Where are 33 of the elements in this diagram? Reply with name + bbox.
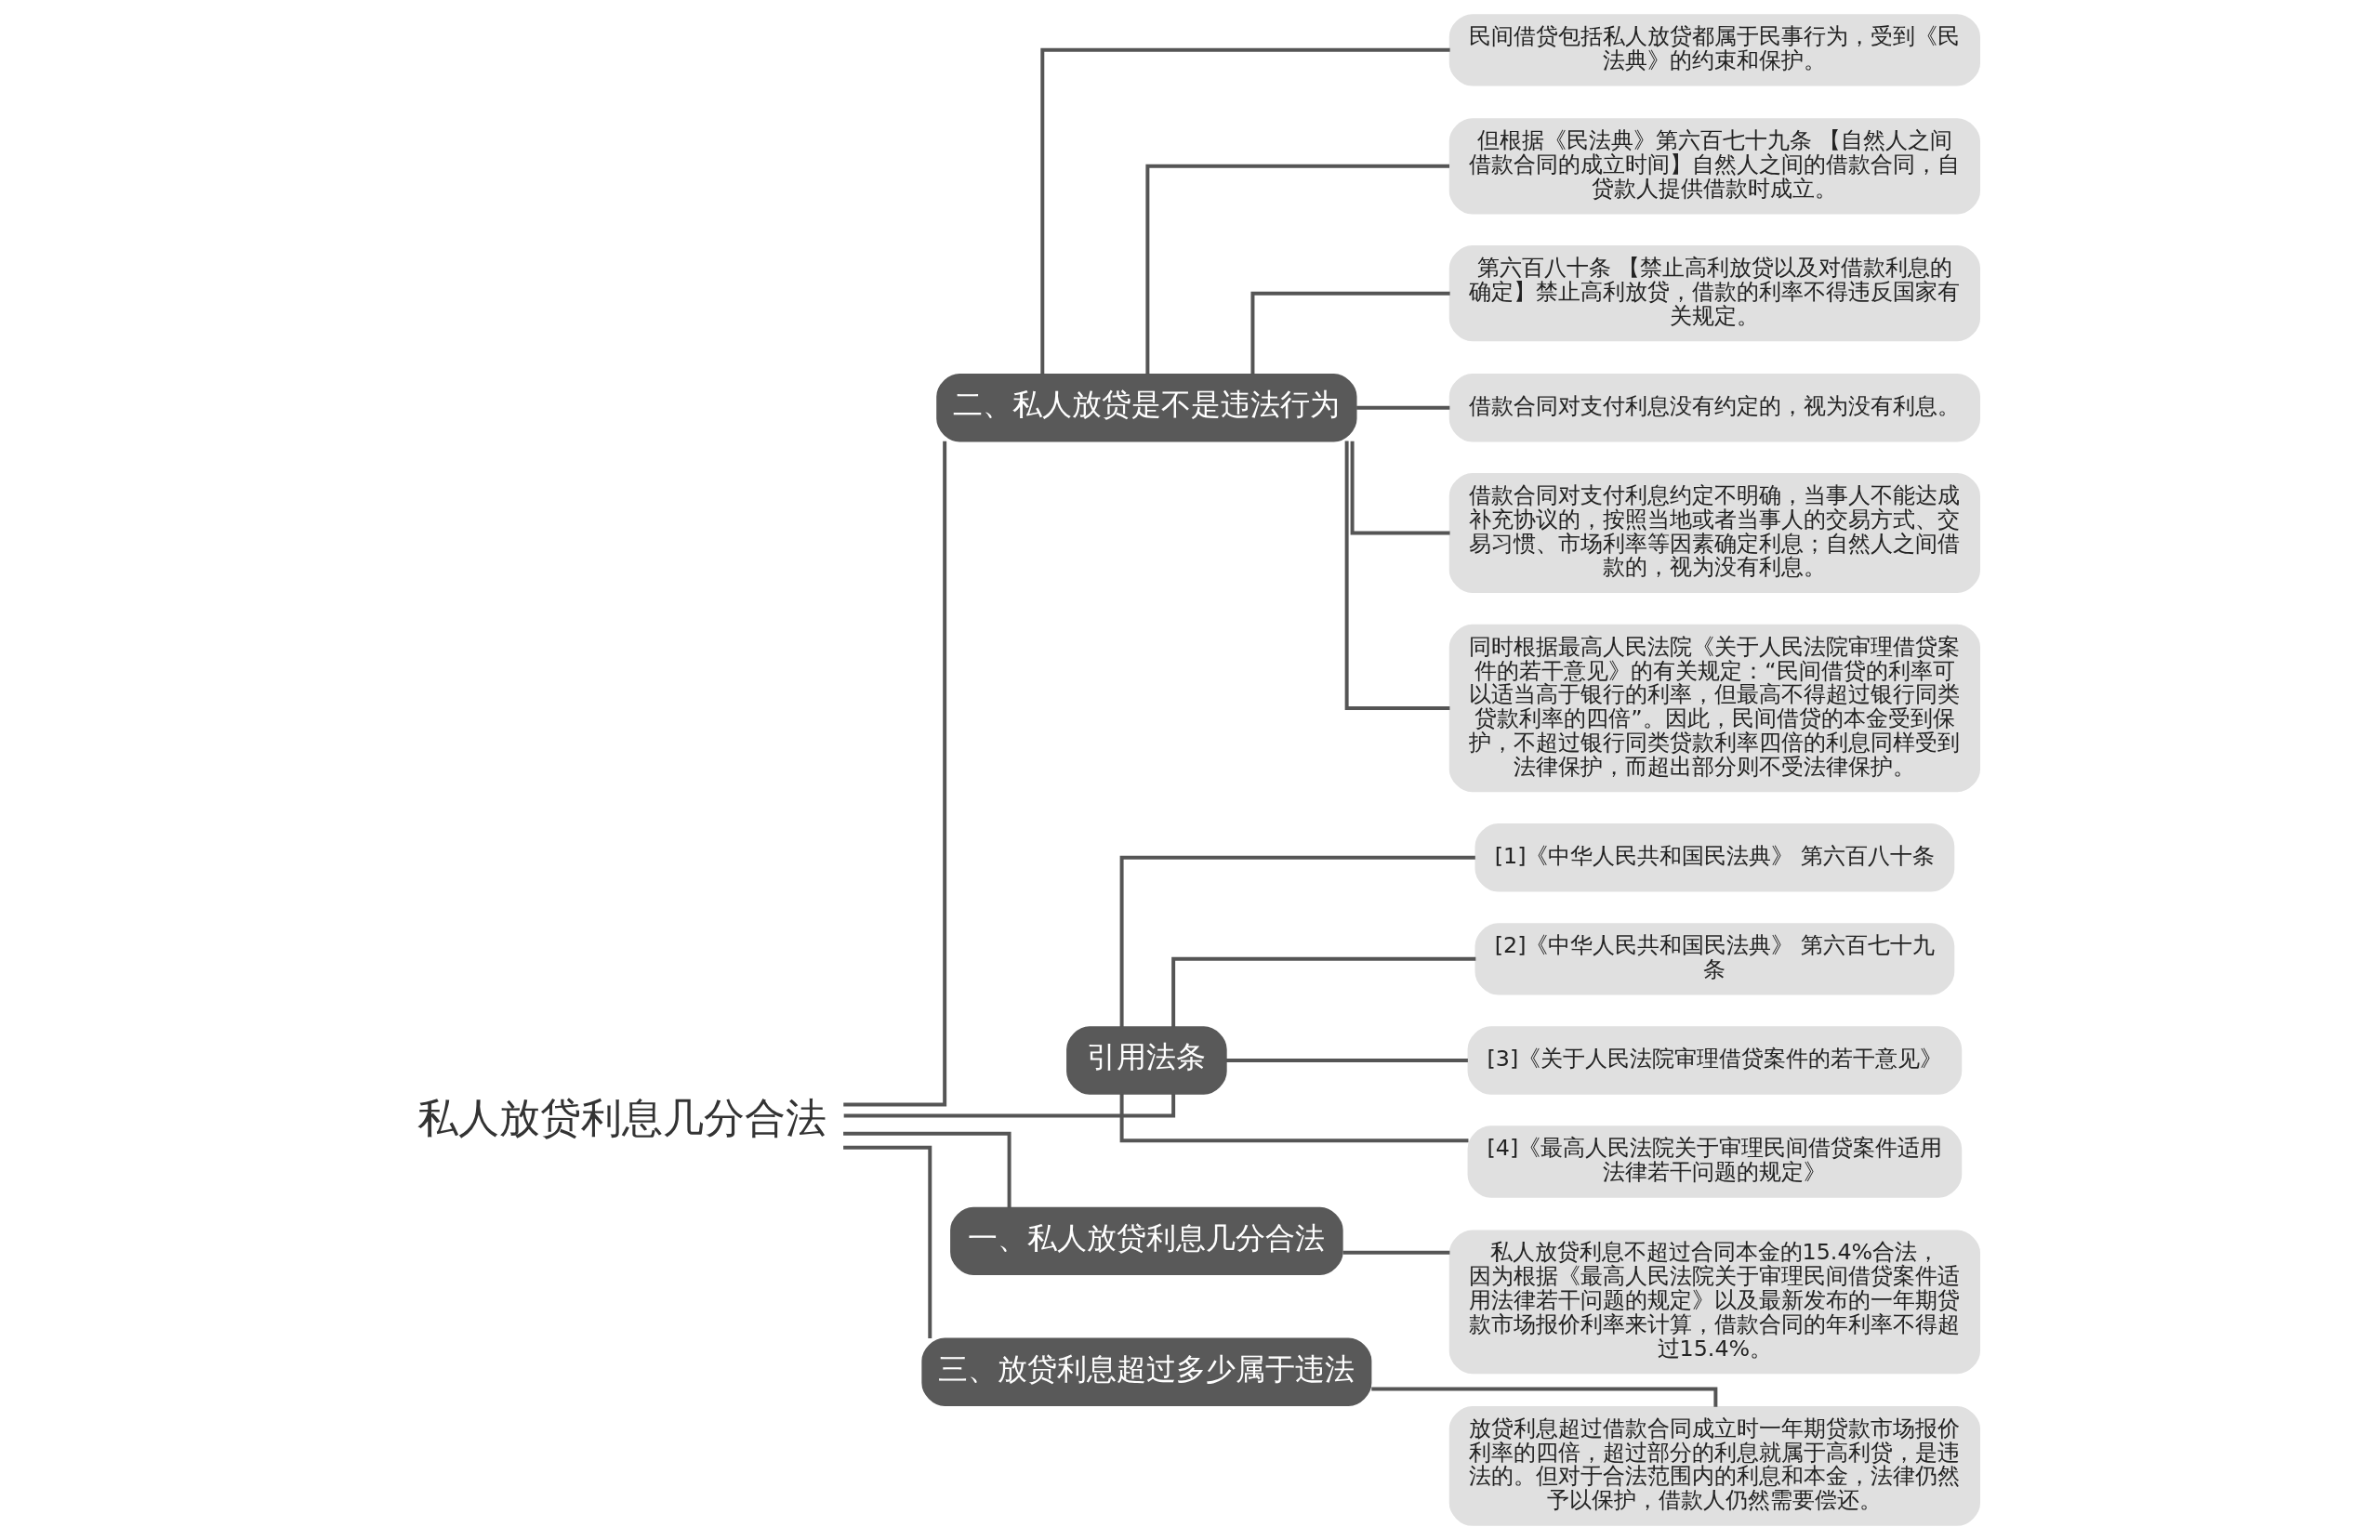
connector: [1371, 1387, 1718, 1407]
connector: [1342, 1250, 1450, 1255]
node-box: 一、私人放贷利息几分合法: [950, 1206, 1343, 1276]
connector: [843, 441, 947, 1107]
connector: [843, 1131, 1012, 1208]
node-box: 借款合同对支付利息没有约定的，视为没有利息。: [1448, 374, 1981, 442]
node-box: 同时根据最高人民法院《关于人民法院审理借贷案件的若干意见》的有关规定：“民间借贷的利率可以适当高于银行的利率，但最高不得超过银行同类贷款利率的四倍”。因此，民间借贷的本金受到保护，不超过银行同类贷款利率四倍的利息同样受到法律保护，而超出部分则不受法律保护。: [1448, 624, 1981, 793]
connector: [1356, 405, 1450, 410]
node-box: [3]《关于人民法院审理借贷案件的若干意见》: [1467, 1026, 1963, 1095]
node-box: 私人放贷利息不超过合同本金的15.4%合法，因为根据《最高人民法院关于审理民间借贷案件适用法律若干问题的规定》以及最新发布的一年期贷款市场报价利率来计算，借款合同的年利率不得超过15.4%。: [1448, 1230, 1981, 1375]
node-box: 借款合同对支付利息约定不明确，当事人不能达成补充协议的，按照当地或者当事人的交易方式、交易习惯、市场利率等因素确定利息；自然人之间借款的，视为没有利息。: [1448, 473, 1981, 594]
connector: [1250, 291, 1450, 375]
connector: [843, 1145, 932, 1339]
node-box: [2]《中华人民共和国民法典》 第六百七十九条: [1474, 923, 1955, 995]
node-box: 但根据《民法典》第六百七十九条 【自然人之间借款合同的成立时间】自然人之间的借款合同，自贷款人提供借款时成立。: [1448, 118, 1981, 215]
node-box: 第六百八十条 【禁止高利放贷以及对借款利息的确定】禁止高利放贷，借款的利率不得违反国家有关规定。: [1448, 245, 1981, 342]
node-box: [1]《中华人民共和国民法典》 第六百八十条: [1474, 823, 1955, 892]
connector: [1119, 1094, 1469, 1143]
connector: [1145, 164, 1449, 375]
connector: [843, 1093, 1176, 1118]
node-box: 二、私人放贷是不是违法行为: [936, 374, 1357, 442]
node-box: 民间借贷包括私人放贷都属于民事行为，受到《民法典》的约束和保护。: [1448, 14, 1981, 86]
node-box: 引用法条: [1066, 1026, 1227, 1095]
connector: [1226, 1058, 1468, 1062]
connector: [1040, 47, 1450, 375]
node-box: 放贷利息超过借款合同成立时一年期贷款市场报价利率的四倍，超过部分的利息就属于高利贷，是违法的。但对于合法范围内的利息和本金，法律仍然予以保护，借款人仍然需要偿还。: [1448, 1405, 1981, 1526]
node-box: 三、放贷利息超过多少属于违法: [921, 1337, 1372, 1406]
connector: [1171, 956, 1476, 1028]
node-box: [4]《最高人民法院关于审理民间借贷案件适用法律若干问题的规定》: [1467, 1125, 1963, 1198]
connector: [1119, 855, 1475, 1027]
connector: [1350, 441, 1450, 535]
connector: [1344, 441, 1450, 711]
node-text: 私人放贷利息几分合法: [416, 1093, 826, 1141]
